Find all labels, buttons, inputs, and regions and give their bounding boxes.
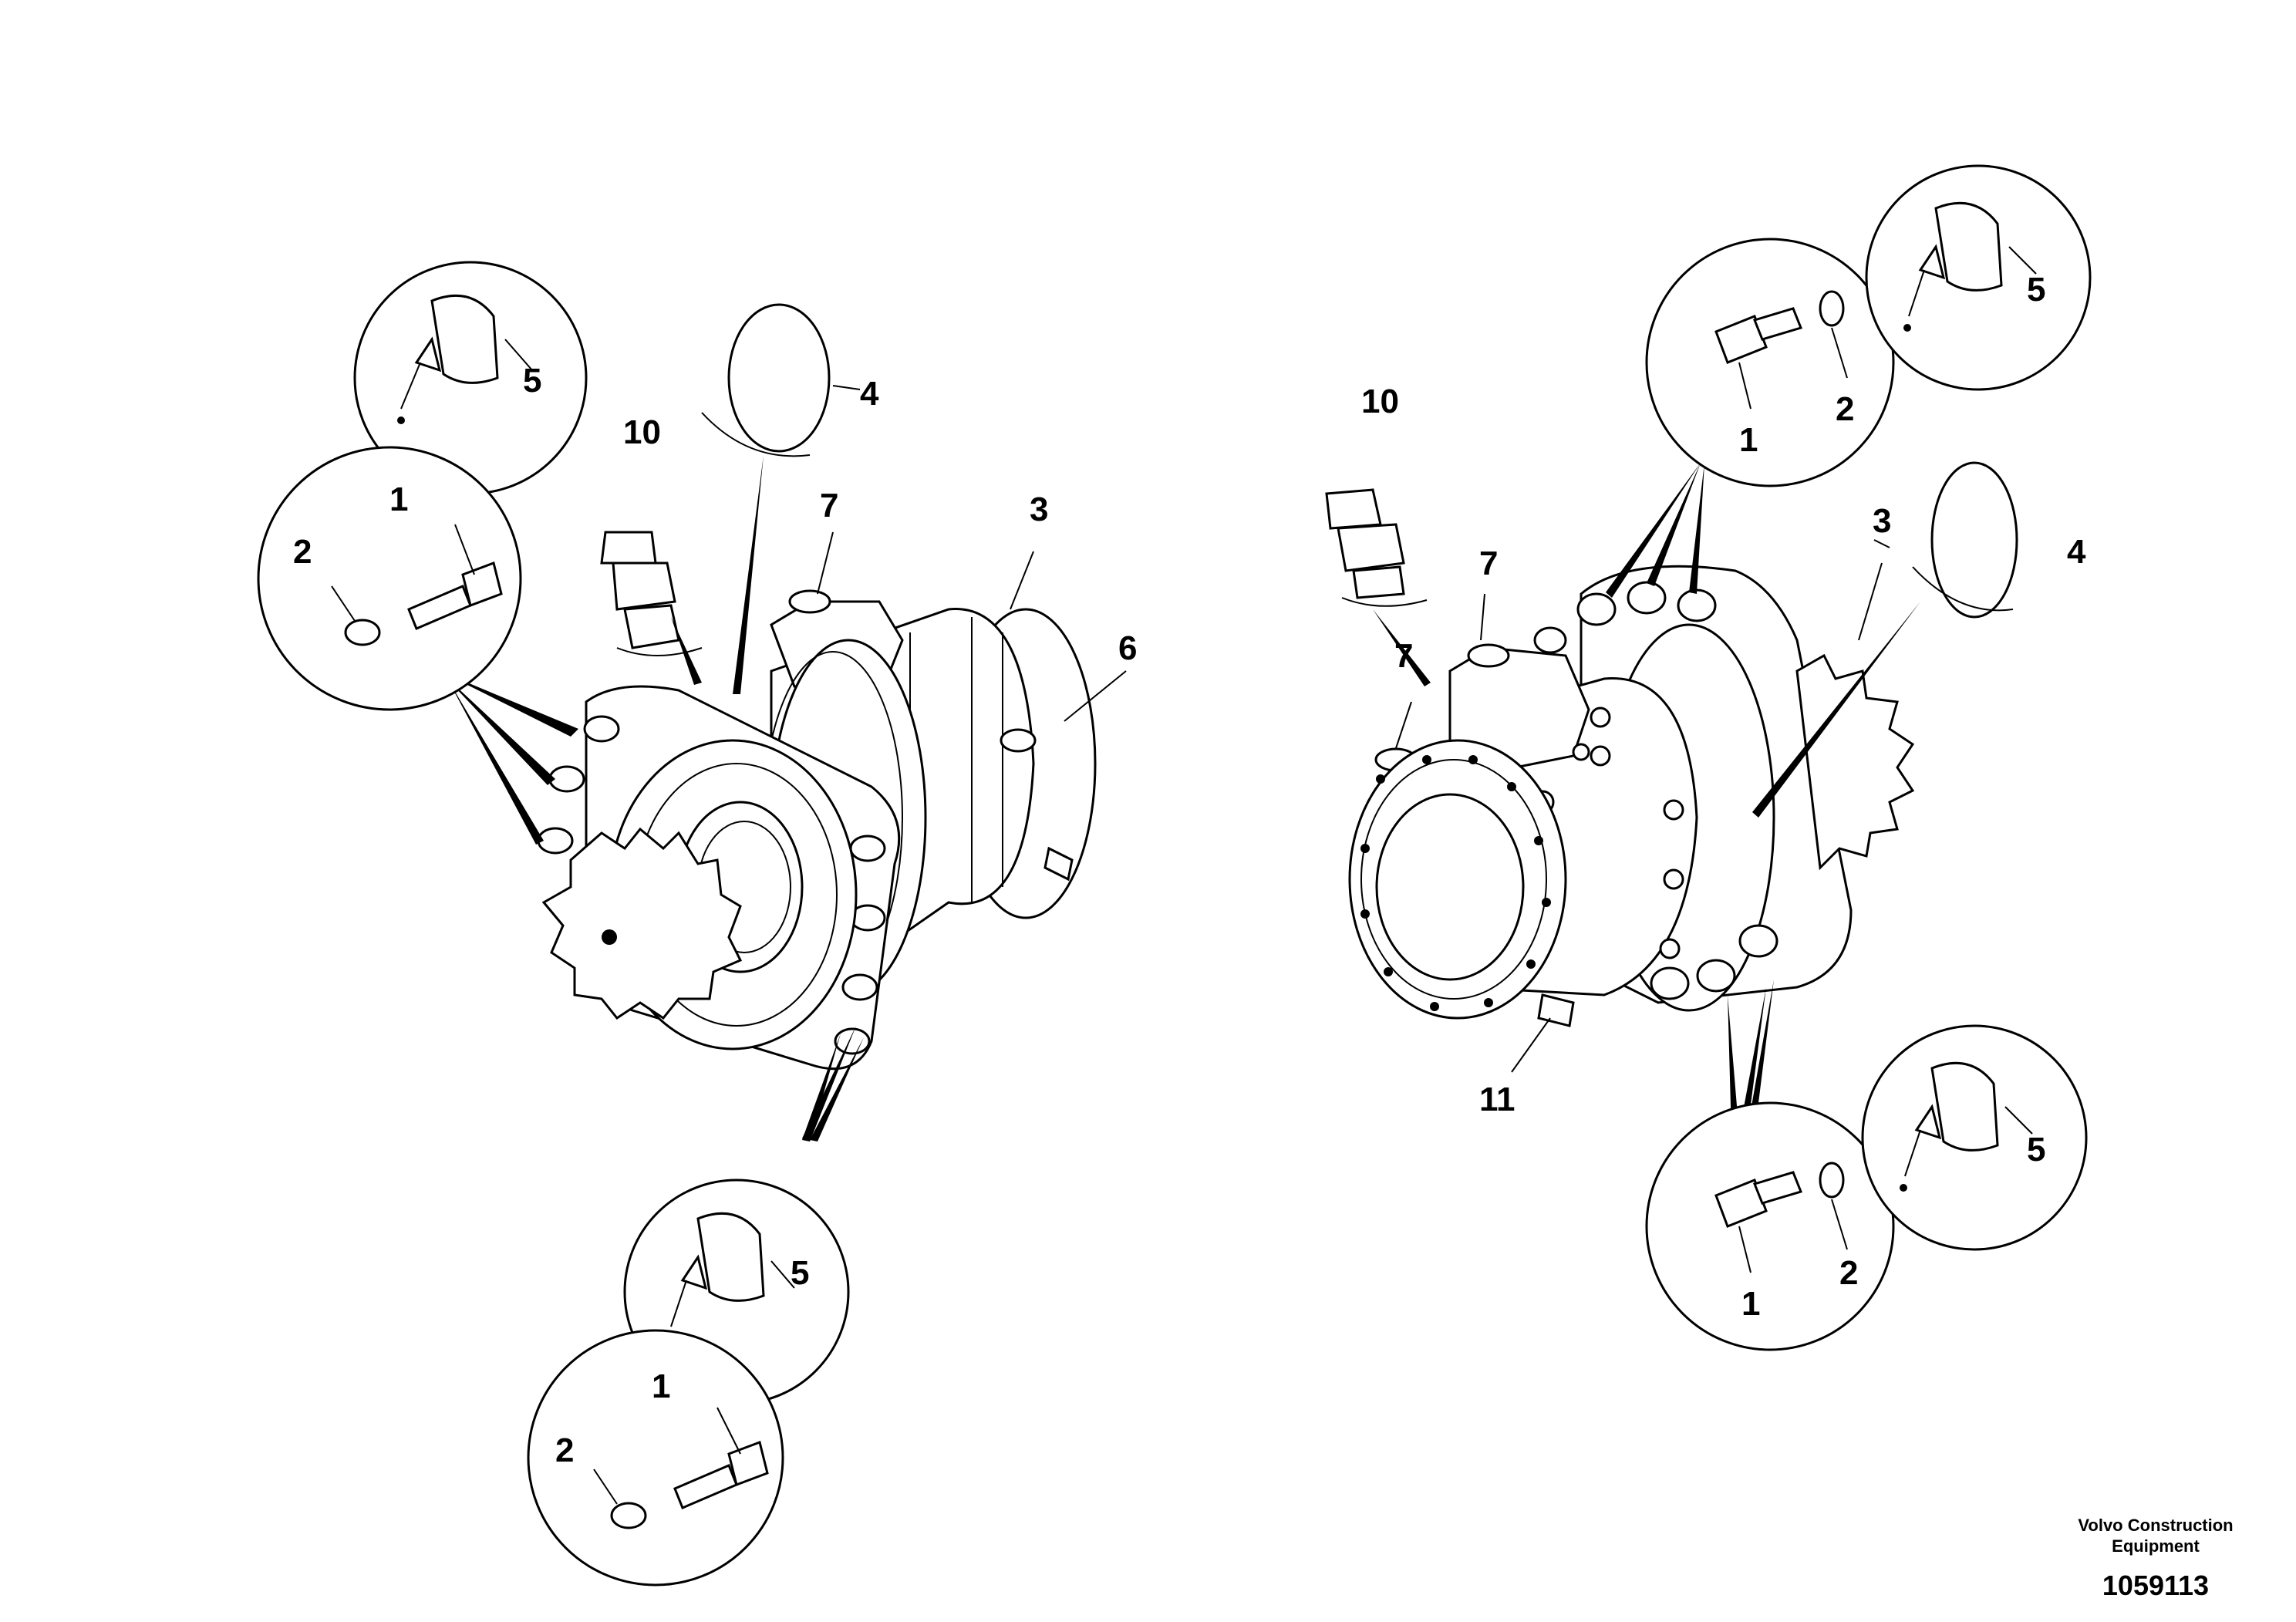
callout-left-bot-1: 1 [652,1367,670,1405]
callout-right-top-1: 1 [1739,421,1758,459]
right-detail-bolt-top [1645,238,1895,487]
left-motor-assembly [537,589,1097,1071]
callout-left-2: 2 [293,533,312,571]
callout-right-4: 4 [2067,533,2086,571]
callout-right-7b: 7 [1394,637,1413,675]
left-leaders [440,455,864,1141]
right-detail-bolt-bot [1645,1101,1895,1351]
callout-left-7: 7 [820,487,838,524]
callout-right-7a: 7 [1479,545,1498,582]
callout-right-3: 3 [1873,502,1891,540]
callout-left-5-bot: 5 [791,1254,809,1292]
right-leaders [1373,463,1920,1134]
right-detail-compound-top [1865,164,2092,391]
footer: Volvo Construction Equipment 1059113 [2078,1516,2233,1601]
callout-right-11: 11 [1479,1081,1515,1118]
left-sprocket [541,827,743,1020]
right-sprocket [1795,653,1915,871]
callout-leaders [817,385,1890,1073]
callout-right-top-5: 5 [2027,271,2045,309]
right-detail-compound-bot [1861,1024,2088,1251]
callout-left-bot-2: 2 [555,1431,574,1469]
callout-right-bot-5: 5 [2027,1131,2045,1168]
callout-left-3: 3 [1030,491,1048,528]
callout-right-top-2: 2 [1836,390,1854,428]
callout-right-bot-2: 2 [1839,1254,1858,1292]
callout-right-10: 10 [1361,383,1399,420]
callout-right-bot-1: 1 [1741,1285,1760,1323]
drawing-number: 1059113 [2102,1570,2209,1601]
right-motor-assembly [1348,565,1915,1027]
right-fitting [1325,488,1428,607]
company-name-line1: Volvo Construction [2078,1516,2233,1535]
right-plate-bolts [1530,581,1778,1000]
callout-left-10: 10 [623,413,661,451]
left-detail-bolt [257,446,522,711]
company-name-line2: Equipment [2112,1536,2200,1556]
left-detail-compound-top [353,261,588,495]
callout-left-5-top: 5 [523,362,541,400]
right-front-cover [1348,739,1567,1020]
left-fitting [600,531,703,656]
callout-labels: 5 1 2 4 10 7 3 6 5 1 2 10 7 7 1 2 5 3 4 … [293,271,2086,1469]
callout-left-1: 1 [389,481,408,518]
callout-left-6: 6 [1118,629,1137,667]
right-o-ring [1930,461,2018,619]
left-detail-bolt-bot [527,1329,784,1587]
left-o-ring [727,303,831,453]
right-cover-screws [1360,755,1551,1011]
callout-left-4: 4 [860,375,879,413]
